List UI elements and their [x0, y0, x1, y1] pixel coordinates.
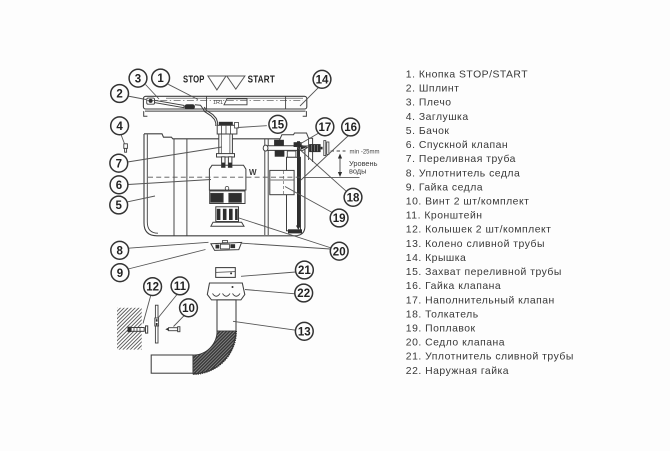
- svg-text:16. Гайка клапана: 16. Гайка клапана: [406, 281, 501, 292]
- svg-text:21. Уплотнитель сливной трубы: 21. Уплотнитель сливной трубы: [406, 351, 574, 363]
- svg-text:1: 1: [157, 73, 164, 85]
- svg-text:20: 20: [333, 246, 346, 258]
- svg-text:7. Переливная труба: 7. Переливная труба: [406, 153, 516, 165]
- svg-text:3: 3: [135, 73, 141, 85]
- svg-text:2: 2: [116, 89, 122, 101]
- svg-text:21: 21: [298, 265, 311, 277]
- svg-text:1. Кнопка STOP/START: 1. Кнопка STOP/START: [406, 70, 528, 81]
- svg-text:3. Плечо: 3. Плечо: [406, 98, 452, 109]
- svg-text:6. Спускной клапан: 6. Спускной клапан: [406, 140, 508, 151]
- svg-text:11. Кронштейн: 11. Кронштейн: [406, 211, 483, 222]
- svg-text:6: 6: [116, 180, 122, 192]
- svg-text:1R1: 1R1: [213, 100, 223, 106]
- svg-text:STOP: STOP: [183, 73, 205, 85]
- svg-text:воды: воды: [349, 167, 366, 176]
- svg-text:18. Толкатель: 18. Толкатель: [406, 309, 479, 320]
- svg-text:13: 13: [298, 326, 311, 338]
- svg-text:14: 14: [316, 74, 329, 86]
- svg-text:Уровень: Уровень: [349, 159, 378, 168]
- svg-text:9: 9: [117, 268, 123, 280]
- svg-text:22. Наружная гайка: 22. Наружная гайка: [406, 366, 509, 377]
- svg-text:15: 15: [271, 119, 284, 131]
- svg-text:11: 11: [174, 281, 187, 293]
- svg-text:20. Седло клапана: 20. Седло клапана: [406, 338, 505, 349]
- svg-text:10: 10: [182, 303, 195, 315]
- svg-text:22: 22: [297, 288, 310, 300]
- svg-text:13. Колено сливной трубы: 13. Колено сливной трубы: [406, 238, 545, 250]
- svg-text:16: 16: [344, 122, 357, 134]
- svg-text:19. Поплавок: 19. Поплавок: [406, 324, 476, 335]
- svg-text:8: 8: [116, 245, 123, 257]
- svg-text:12: 12: [146, 282, 159, 294]
- svg-text:7: 7: [116, 158, 122, 170]
- svg-text:17: 17: [319, 122, 332, 134]
- svg-text:min -25mm: min -25mm: [350, 149, 380, 155]
- svg-text:15. Захват переливной трубы: 15. Захват переливной трубы: [406, 266, 562, 278]
- svg-text:8. Уплотнитель седла: 8. Уплотнитель седла: [406, 168, 520, 179]
- svg-text:4. Заглушка: 4. Заглушка: [406, 112, 469, 123]
- svg-text:W: W: [249, 168, 257, 177]
- svg-text:5. Бачок: 5. Бачок: [406, 126, 450, 137]
- svg-text:5: 5: [115, 200, 122, 212]
- svg-text:2. Шплинт: 2. Шплинт: [406, 84, 460, 95]
- svg-text:19: 19: [333, 213, 346, 225]
- svg-text:18: 18: [347, 192, 360, 204]
- svg-text:4: 4: [116, 121, 123, 133]
- svg-text:9. Гайка седла: 9. Гайка седла: [406, 182, 483, 193]
- svg-text:17. Наполнительный клапан: 17. Наполнительный клапан: [406, 295, 555, 306]
- svg-text:14. Крышка: 14. Крышка: [406, 253, 467, 264]
- svg-text:START: START: [248, 73, 276, 85]
- svg-text:10. Винт 2 шт/комплект: 10. Винт 2 шт/комплект: [406, 197, 530, 208]
- svg-text:12. Колышек 2 шт/комплект: 12. Колышек 2 шт/комплект: [406, 225, 552, 236]
